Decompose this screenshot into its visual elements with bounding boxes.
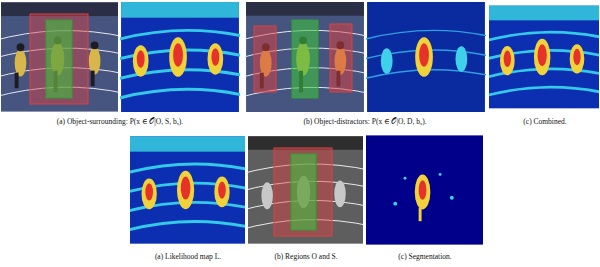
figure-caption: (c) Combined. xyxy=(522,118,567,126)
figure-caption: (a) Likelihood map L. xyxy=(154,253,222,261)
figure-caption: (a) Object-surrounding: P(x ∈ 𝒪|O, S, bₓ… xyxy=(56,118,185,126)
figure-caption: (b) Regions O and S. xyxy=(273,253,338,261)
figure-caption: (b) Object-distractors: P(x ∈ 𝒪|O, D, bₓ… xyxy=(302,118,427,126)
figure-caption: (c) Segmentation. xyxy=(397,253,452,261)
